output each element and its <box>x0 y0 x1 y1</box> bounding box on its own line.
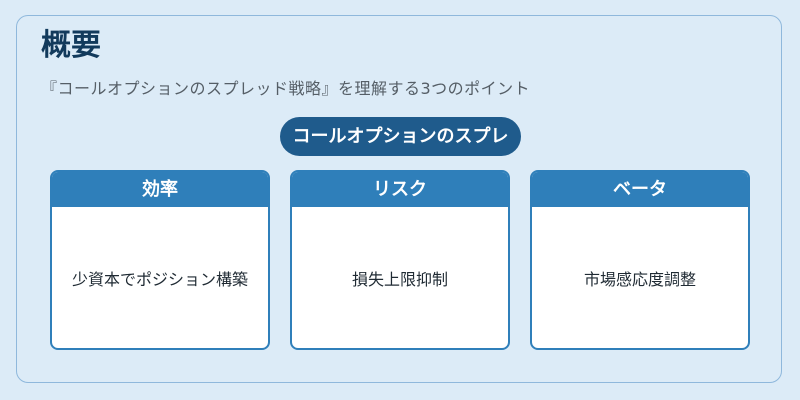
card-efficiency-heading: 効率 <box>52 172 268 207</box>
card-risk-body: 損失上限抑制 <box>351 269 448 289</box>
card-risk: リスク 損失上限抑制 <box>290 170 510 350</box>
card-risk-heading: リスク <box>292 172 508 207</box>
card-beta: ベータ 市場感応度調整 <box>530 170 750 350</box>
topic-pill: コールオプションのスプレ <box>280 117 521 156</box>
card-beta-heading: ベータ <box>532 172 748 207</box>
page-title: 概要 <box>41 28 101 63</box>
page-subtitle: 『コールオプションのスプレッド戦略』を理解する3つのポイント <box>41 79 531 98</box>
card-efficiency: 効率 少資本でポジション構築 <box>50 170 270 350</box>
card-beta-body: 市場感応度調整 <box>583 269 696 289</box>
card-efficiency-body: 少資本でポジション構築 <box>71 269 248 289</box>
